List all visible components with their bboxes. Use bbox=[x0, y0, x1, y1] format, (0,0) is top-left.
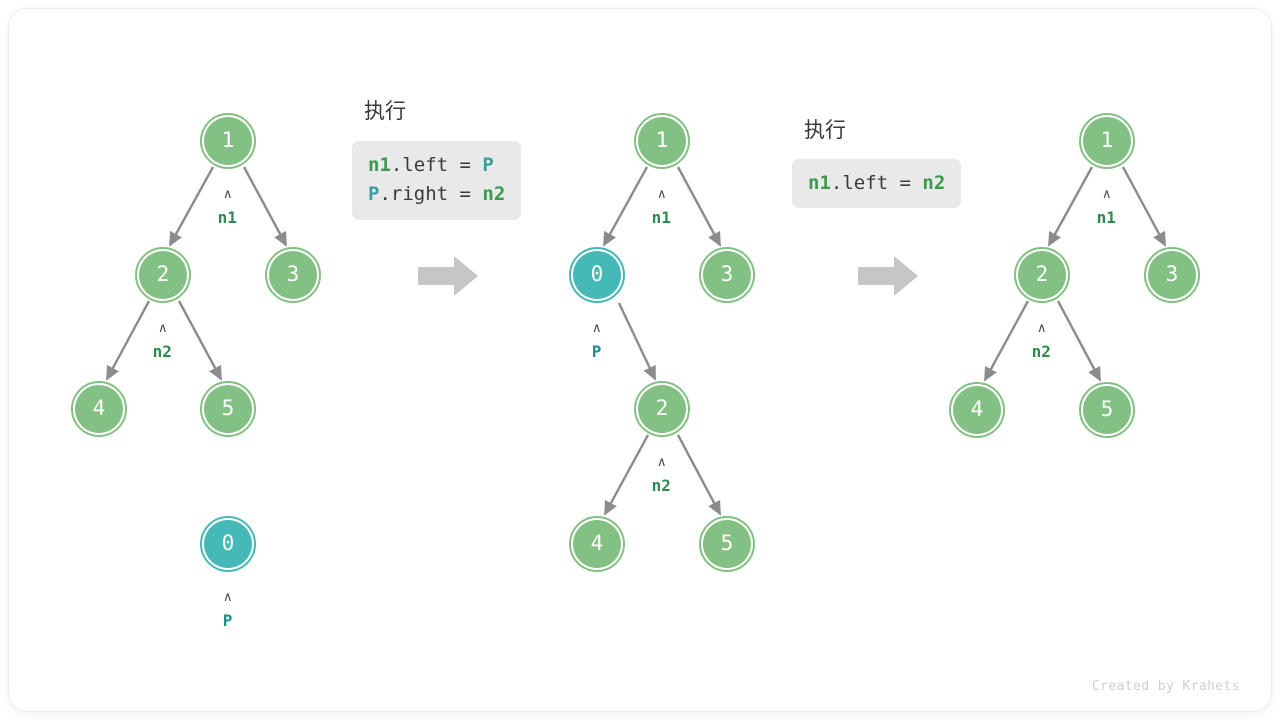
node-value: 1 bbox=[1083, 117, 1131, 165]
step2-node-1[interactable]: 1 bbox=[634, 113, 690, 169]
edge-r1-3 bbox=[1121, 166, 1167, 247]
step1-node-5[interactable]: 5 bbox=[200, 381, 256, 437]
step1-node-3[interactable]: 3 bbox=[265, 247, 321, 303]
edge-m0-2 bbox=[617, 302, 657, 381]
step2-pointer-n2-label: n2 bbox=[651, 476, 671, 495]
node-value: 5 bbox=[204, 385, 252, 433]
code-token: n1 bbox=[368, 154, 391, 176]
step3-code-block: n1.left = n2 bbox=[792, 159, 962, 209]
code-token: P bbox=[368, 183, 380, 206]
edge-m1-0 bbox=[602, 166, 649, 247]
step2-pointer-n1-label: n1 bbox=[651, 208, 671, 227]
step2-node-4[interactable]: 4 bbox=[569, 516, 625, 572]
code-token: .left = bbox=[390, 154, 483, 176]
step3-pointer-n1-label: n1 bbox=[1096, 208, 1116, 227]
node-value: 0 bbox=[204, 520, 252, 568]
step3-pointer-n2-caret-icon: ∧ bbox=[1037, 321, 1047, 336]
step2-transition-arrow-icon bbox=[418, 256, 478, 296]
step1-node-2[interactable]: 2 bbox=[135, 247, 191, 303]
step2-node-5[interactable]: 5 bbox=[699, 516, 755, 572]
step3-transition-arrow-icon bbox=[858, 256, 918, 296]
step2-node-0[interactable]: 0 bbox=[569, 247, 625, 303]
edge-r2-4 bbox=[983, 300, 1030, 382]
step2-pointer-P-label: P bbox=[591, 342, 602, 361]
edge-1-3 bbox=[242, 166, 288, 247]
step3-node-3[interactable]: 3 bbox=[1144, 247, 1200, 303]
node-value: 2 bbox=[139, 251, 187, 299]
arrow-shape bbox=[418, 256, 478, 296]
step3-node-4[interactable]: 4 bbox=[949, 382, 1005, 438]
node-value: 5 bbox=[1083, 386, 1131, 434]
node-value: 3 bbox=[1148, 251, 1196, 299]
code-token: n2 bbox=[482, 183, 506, 206]
arrow-shape bbox=[858, 256, 918, 296]
step2-pointer-n1-caret-icon: ∧ bbox=[657, 187, 667, 202]
credit-text: Created by Krahets bbox=[1091, 679, 1240, 694]
code-token: .right = bbox=[379, 183, 483, 206]
code-line: n1.left = P bbox=[368, 151, 505, 180]
step2-pointer-P-caret-icon: ∧ bbox=[592, 321, 602, 336]
step1-pointer-P-label: P bbox=[222, 611, 233, 630]
node-value: 1 bbox=[204, 117, 252, 165]
node-value: 3 bbox=[703, 251, 751, 299]
edge-r1-2 bbox=[1047, 166, 1094, 247]
edge-2-4 bbox=[105, 300, 151, 381]
edge-2-5 bbox=[177, 300, 223, 381]
step3-exec-label: 执行 bbox=[804, 118, 846, 142]
node-value: 1 bbox=[638, 117, 686, 165]
code-line: n1.left = n2 bbox=[808, 169, 945, 198]
step2-node-2[interactable]: 2 bbox=[634, 381, 690, 437]
code-line: P.right = n2 bbox=[368, 180, 505, 209]
code-token: n1 bbox=[808, 172, 831, 194]
node-value: 3 bbox=[269, 251, 317, 299]
step1-pointer-n2-label: n2 bbox=[152, 342, 172, 361]
edge-m1-3 bbox=[676, 166, 722, 247]
step1-pointer-n1-caret-icon: ∧ bbox=[223, 187, 233, 202]
node-value: 2 bbox=[638, 385, 686, 433]
step1-node-0[interactable]: 0 bbox=[200, 516, 256, 572]
edge-r2-5 bbox=[1056, 300, 1102, 382]
node-value: 4 bbox=[573, 520, 621, 568]
code-token: .left = bbox=[830, 172, 923, 194]
code-token: n2 bbox=[922, 172, 946, 194]
step2-pointer-n2-caret-icon: ∧ bbox=[657, 455, 667, 470]
node-value: 0 bbox=[573, 251, 621, 299]
node-value: 5 bbox=[703, 520, 751, 568]
step2-exec-label: 执行 bbox=[364, 99, 406, 123]
step3-node-5[interactable]: 5 bbox=[1079, 382, 1135, 438]
code-token: P bbox=[482, 154, 494, 176]
step1-node-1[interactable]: 1 bbox=[200, 113, 256, 169]
step3-pointer-n1-caret-icon: ∧ bbox=[1102, 187, 1112, 202]
edge-m2-5 bbox=[676, 434, 722, 516]
node-value: 2 bbox=[1018, 251, 1066, 299]
step3-pointer-n2-label: n2 bbox=[1031, 342, 1051, 361]
edge-1-2 bbox=[168, 166, 215, 247]
step1-pointer-n1-label: n1 bbox=[217, 208, 237, 227]
step1-node-4[interactable]: 4 bbox=[71, 381, 127, 437]
step1-pointer-n2-caret-icon: ∧ bbox=[158, 321, 168, 336]
edge-m2-4 bbox=[603, 434, 650, 516]
step1-pointer-P-caret-icon: ∧ bbox=[223, 590, 233, 605]
step3-node-1[interactable]: 1 bbox=[1079, 113, 1135, 169]
node-value: 4 bbox=[953, 386, 1001, 434]
step2-node-3[interactable]: 3 bbox=[699, 247, 755, 303]
step3-node-2[interactable]: 2 bbox=[1014, 247, 1070, 303]
node-value: 4 bbox=[75, 385, 123, 433]
